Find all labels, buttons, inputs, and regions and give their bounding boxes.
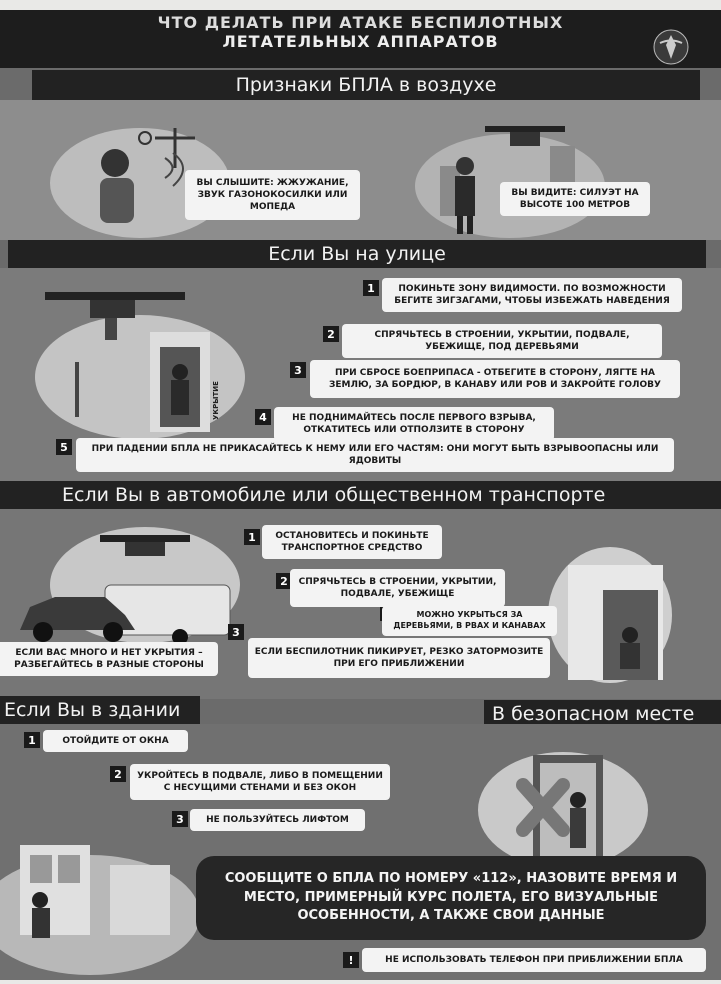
section-transport-heading: Если Вы в автомобиле или общественном тр… (0, 481, 721, 509)
building-step-2-text: УКРОЙТЕСЬ В ПОДВАЛЕ, ЛИБО В ПОМЕЩЕНИИ С … (130, 764, 390, 800)
hear-sign-bubble: ВЫ СЛЫШИТЕ: ЖЖУЖАНИЕ, ЗВУК ГАЗОНОКОСИЛКИ… (185, 170, 360, 220)
title-line-1: ЧТО ДЕЛАТЬ ПРИ АТАКЕ БЕСПИЛОТНЫХ (157, 13, 564, 32)
street-step-1-number: 1 (363, 280, 379, 296)
emblem-icon (653, 29, 689, 65)
section-safe-heading: В безопасном месте (484, 700, 721, 728)
title-line-2: ЛЕТАТЕЛЬНЫХ АППАРАТОВ (222, 32, 499, 51)
transport-step-1-number: 1 (244, 529, 260, 545)
report-112-box: СООБЩИТЕ О БПЛА ПО НОМЕРУ «112», НАЗОВИТ… (196, 856, 706, 940)
street-drone-illustration (35, 292, 245, 439)
elevator-illustration (478, 752, 648, 868)
building-step-1-text: ОТОЙДИТЕ ОТ ОКНА (43, 730, 188, 752)
street-step-1-text: ПОКИНЬТЕ ЗОНУ ВИДИМОСТИ. ПО ВОЗМОЖНОСТИ … (382, 278, 682, 312)
phone-warning-text: НЕ ИСПОЛЬЗОВАТЬ ТЕЛЕФОН ПРИ ПРИБЛИЖЕНИИ … (362, 948, 706, 972)
phone-warning-mark: ! (343, 952, 359, 968)
shelter-sign-label: УКРЫТИЕ (212, 381, 220, 420)
street-step-4-text: НЕ ПОДНИМАЙТЕСЬ ПОСЛЕ ПЕРВОГО ВЗРЫВА, ОТ… (274, 407, 554, 441)
section-signs-heading: Признаки БПЛА в воздухе (32, 70, 700, 100)
transport-step-3-text: ЕСЛИ БЕСПИЛОТНИК ПИКИРУЕТ, РЕЗКО ЗАТОРМО… (248, 638, 550, 678)
street-step-4-number: 4 (255, 409, 271, 425)
basement-illustration (0, 845, 200, 975)
see-label: ВЫ ВИДИТЕ: (511, 187, 577, 198)
seeing-person-illustration (415, 126, 605, 238)
section-building-heading: Если Вы в здании (0, 696, 200, 724)
car-bus-illustration (20, 527, 240, 645)
transport-note-text: МОЖНО УКРЫТЬСЯ ЗА ДЕРЕВЬЯМИ, В РВАХ И КА… (382, 606, 557, 636)
transport-step-2-number: 2 (276, 573, 292, 589)
building-step-2-number: 2 (110, 766, 126, 782)
building-step-3-number: 3 (172, 811, 188, 827)
street-step-3-text: ПРИ СБРОСЕ БОЕПРИПАСА - ОТБЕГИТЕ В СТОРО… (310, 360, 680, 398)
poster: ЧТО ДЕЛАТЬ ПРИ АТАКЕ БЕСПИЛОТНЫХ ЛЕТАТЕЛ… (0, 10, 721, 980)
building-step-1-number: 1 (24, 732, 40, 748)
hear-text: ЖЖУЖАНИЕ, ЗВУК ГАЗОНОКОСИЛКИ ИЛИ МОПЕДА (197, 177, 349, 213)
transport-step-2-text: СПРЯЧЬТЕСЬ В СТРОЕНИИ, УКРЫТИИ, ПОДВАЛЕ,… (290, 569, 505, 607)
poster-header: ЧТО ДЕЛАТЬ ПРИ АТАКЕ БЕСПИЛОТНЫХ ЛЕТАТЕЛ… (0, 10, 721, 68)
street-step-3-number: 3 (290, 362, 306, 378)
building-step-3-text: НЕ ПОЛЬЗУЙТЕСЬ ЛИФТОМ (190, 809, 365, 831)
street-step-2-text: СПРЯЧЬТЕСЬ В СТРОЕНИИ, УКРЫТИИ, ПОДВАЛЕ,… (342, 324, 662, 358)
hear-label: ВЫ СЛЫШИТЕ: (196, 177, 274, 188)
section-street-heading: Если Вы на улице (8, 240, 706, 268)
street-step-5-number: 5 (56, 439, 72, 455)
shelter-person-illustration (548, 547, 672, 683)
crowd-scatter-text: ЕСЛИ ВАС МНОГО И НЕТ УКРЫТИЯ – РАЗБЕГАЙТ… (0, 642, 218, 676)
see-text: СИЛУЭТ НА ВЫСОТЕ 100 МЕТРОВ (519, 187, 639, 210)
street-step-2-number: 2 (323, 326, 339, 342)
transport-step-3-number: 3 (228, 624, 244, 640)
transport-step-1-text: ОСТАНОВИТЕСЬ И ПОКИНЬТЕ ТРАНСПОРТНОЕ СРЕ… (262, 525, 442, 559)
street-step-5-text: ПРИ ПАДЕНИИ БПЛА НЕ ПРИКАСАЙТЕСЬ К НЕМУ … (76, 438, 674, 472)
see-sign-bubble: ВЫ ВИДИТЕ: СИЛУЭТ НА ВЫСОТЕ 100 МЕТРОВ (500, 182, 650, 216)
